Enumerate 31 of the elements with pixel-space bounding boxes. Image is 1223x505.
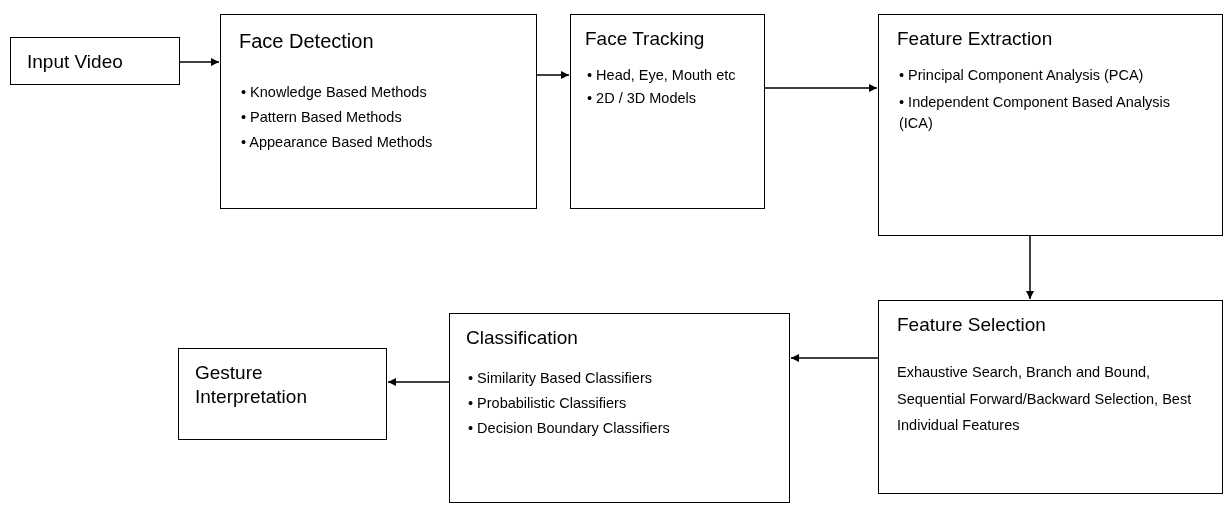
arrow <box>179 58 220 66</box>
process-box <box>10 37 180 85</box>
bullet-item: • Independent Component Based Analysis (ICA) <box>899 92 1172 133</box>
arrow <box>790 354 879 362</box>
box-heading: Feature Extraction <box>897 27 1054 51</box>
process-box <box>220 14 537 209</box>
box-heading: Gesture Interpretation <box>195 361 308 409</box>
process-box <box>878 14 1223 236</box>
process-box <box>570 14 765 209</box>
arrow <box>1026 235 1034 300</box>
box-description: Exhaustive Search, Branch and Bound, Sequential Forward/Backward Selection, Best Individual Features <box>897 362 1193 436</box>
bullet-item: • 2D / 3D Models <box>587 88 698 108</box>
process-box <box>449 313 790 503</box>
box-heading: Classification <box>466 326 579 350</box>
bullet-item: • Knowledge Based Methods <box>241 83 428 102</box>
bullet-item: • Similarity Based Classifiers <box>468 368 653 388</box>
process-box <box>178 348 387 440</box>
box-heading: Face Tracking <box>585 27 706 51</box>
bullet-item: • Pattern Based Methods <box>241 108 403 127</box>
arrow <box>764 84 878 92</box>
box-heading: Face Detection <box>239 29 375 54</box>
arrow <box>387 378 450 386</box>
box-heading: Feature Selection <box>897 313 1047 337</box>
process-box <box>878 300 1223 494</box>
box-heading: Input Video <box>27 50 124 74</box>
bullet-item: • Appearance Based Methods <box>241 133 434 153</box>
bullet-item: • Head, Eye, Mouth etc <box>587 65 737 85</box>
bullet-item: • Decision Boundary Classifiers <box>468 418 671 438</box>
bullet-item: • Principal Component Analysis (PCA) <box>899 65 1145 85</box>
bullet-item: • Probabilistic Classifiers <box>468 393 628 413</box>
arrow <box>536 71 570 79</box>
